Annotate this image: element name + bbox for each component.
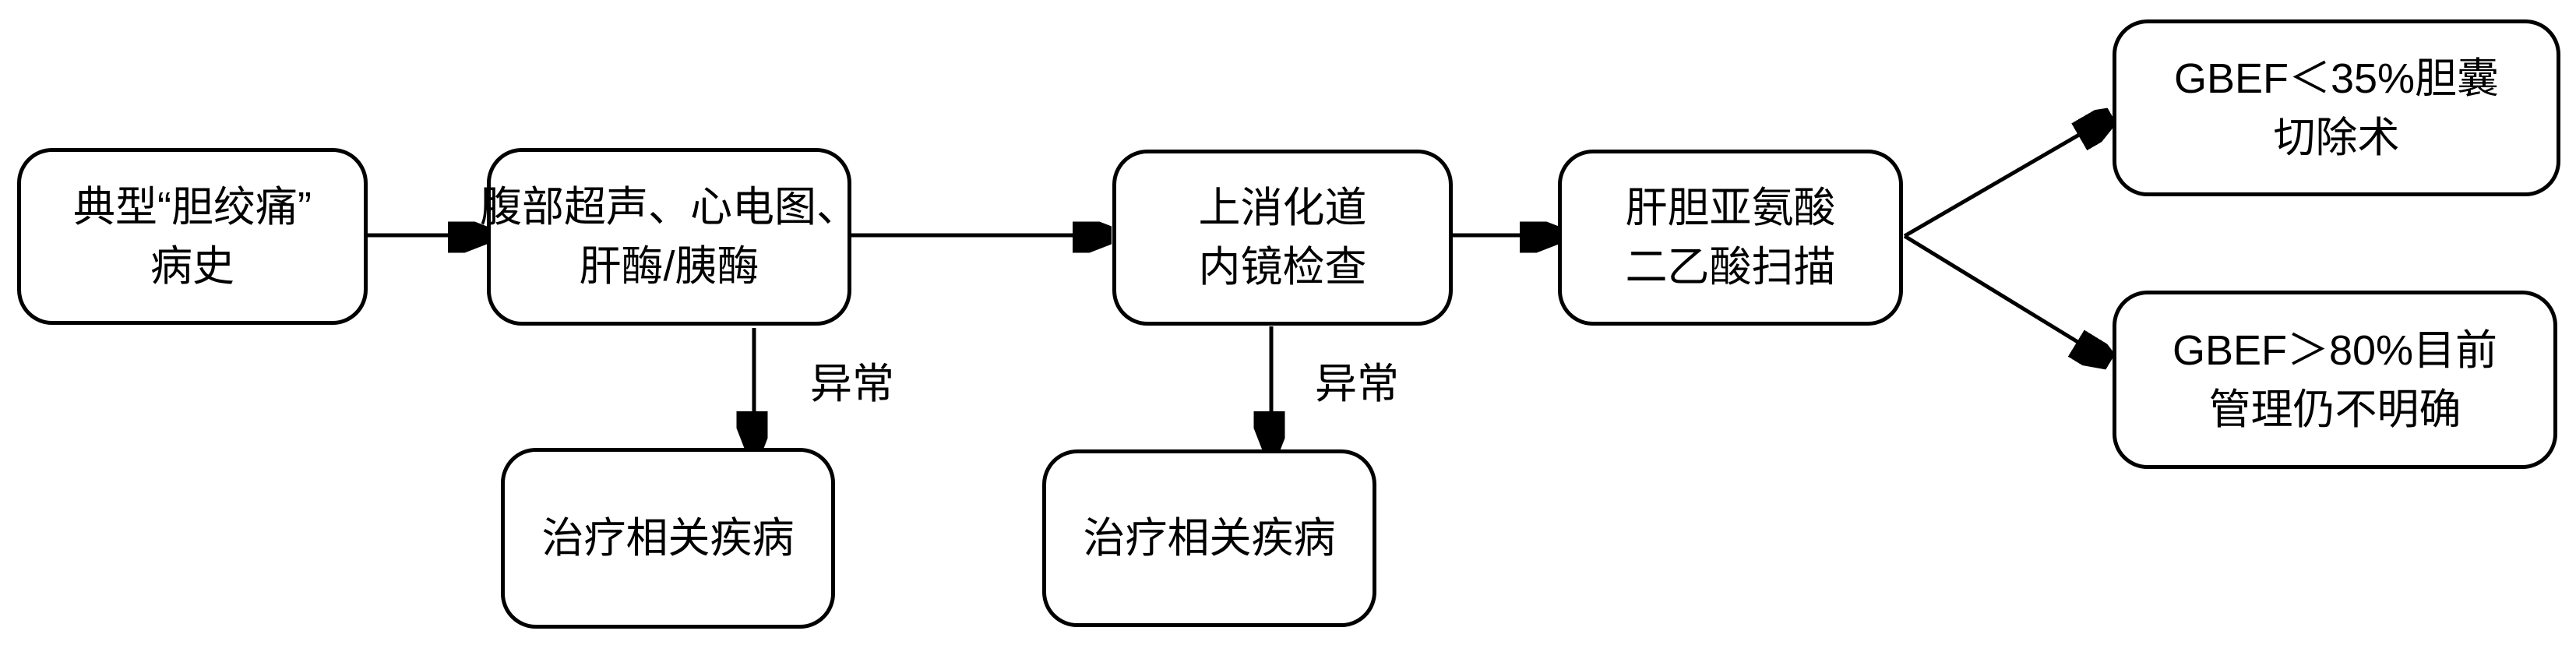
node-treat1-line1: 治疗相关疾病	[541, 515, 795, 562]
node-treat-disease-2: 治疗相关疾病	[1042, 449, 1376, 627]
node-treat-disease-1: 治疗相关疾病	[501, 448, 835, 629]
node-tests: 腹部超声、心电图、 肝酶/胰酶	[480, 148, 858, 326]
node-endoscopy: 上消化道 内镜检查	[1112, 150, 1453, 326]
edge-label-abnormal-1: 异常	[810, 361, 894, 407]
node-hida-line1: 肝胆亚氨酸	[1625, 185, 1836, 231]
node-history-line1: 典型“胆绞痛”	[73, 183, 312, 231]
node-tests-line1: 腹部超声、心电图、	[480, 184, 858, 231]
node-gbef-low-line2: 切除术	[2273, 114, 2400, 161]
node-endoscopy-line2: 内镜检查	[1198, 244, 1367, 291]
node-history: 典型“胆绞痛” 病史	[17, 148, 368, 325]
node-gbef-low: GBEF＜35%胆囊 切除术	[2113, 19, 2560, 196]
node-gbef-high-line2: 管理仍不明确	[2208, 386, 2461, 433]
node-hida-scan: 肝胆亚氨酸 二乙酸扫描	[1558, 150, 1903, 326]
node-history-line2: 病史	[150, 242, 234, 290]
node-tests-line2: 肝酶/胰酶	[579, 243, 759, 290]
node-hida-line2: 二乙酸扫描	[1625, 244, 1836, 291]
node-gbef-high: GBEF＞80%目前 管理仍不明确	[2113, 291, 2557, 469]
arrow-hida-to-gbef-high	[1903, 234, 2107, 360]
node-treat2-line1: 治疗相关疾病	[1083, 515, 1336, 562]
node-gbef-low-line1: GBEF＜35%胆囊	[2173, 55, 2500, 102]
arrow-hida-to-gbef-low	[1903, 118, 2109, 238]
edge-label-abnormal-2: 异常	[1315, 361, 1399, 407]
node-endoscopy-line1: 上消化道	[1198, 185, 1367, 231]
node-gbef-high-line1: GBEF＞80%目前	[2172, 326, 2498, 374]
